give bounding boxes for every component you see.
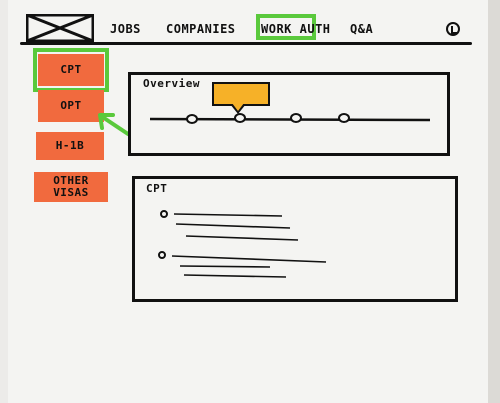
nav-divider — [20, 42, 472, 45]
text-line — [179, 265, 271, 268]
timeline-node — [186, 114, 198, 124]
nav-qa[interactable]: Q&A — [350, 22, 374, 36]
timeline-node — [290, 113, 302, 123]
nav-work-auth[interactable]: WORK AUTH — [261, 22, 331, 36]
text-line — [185, 235, 299, 241]
sidebar-item-h1b[interactable]: H-1B — [36, 132, 104, 160]
nav-companies[interactable]: COMPANIES — [166, 22, 236, 36]
timeline-node — [234, 113, 246, 123]
timeline-slider[interactable] — [148, 110, 434, 128]
text-line — [171, 255, 327, 263]
sidebar-item-other-visas[interactable]: OTHER VISAS — [34, 172, 108, 202]
timeline-tooltip — [212, 82, 270, 106]
nav-jobs[interactable]: JOBS — [110, 22, 141, 36]
detail-title: CPT — [146, 182, 168, 195]
bullet-point — [158, 251, 166, 259]
bullet-point — [160, 210, 168, 218]
sidebar-item-opt[interactable]: OPT — [38, 90, 104, 122]
overview-panel — [128, 72, 450, 156]
sidebar-item-cpt[interactable]: CPT — [38, 54, 104, 86]
account-icon[interactable] — [446, 22, 460, 36]
text-line — [183, 274, 287, 278]
logo-placeholder-icon[interactable] — [26, 14, 94, 42]
other-visas-line1: OTHER — [53, 174, 89, 187]
text-line — [173, 213, 283, 217]
detail-panel — [132, 176, 458, 302]
other-visas-line2: VISAS — [53, 186, 89, 199]
nav-work-auth-highlight — [256, 14, 316, 40]
text-line — [175, 223, 291, 229]
timeline-node — [338, 113, 350, 123]
arrow-icon — [98, 113, 130, 136]
paper-edge — [488, 0, 500, 403]
detail-content — [158, 210, 327, 278]
timeline-tooltip-pointer-fill — [232, 103, 244, 111]
overview-title: Overview — [143, 77, 200, 90]
